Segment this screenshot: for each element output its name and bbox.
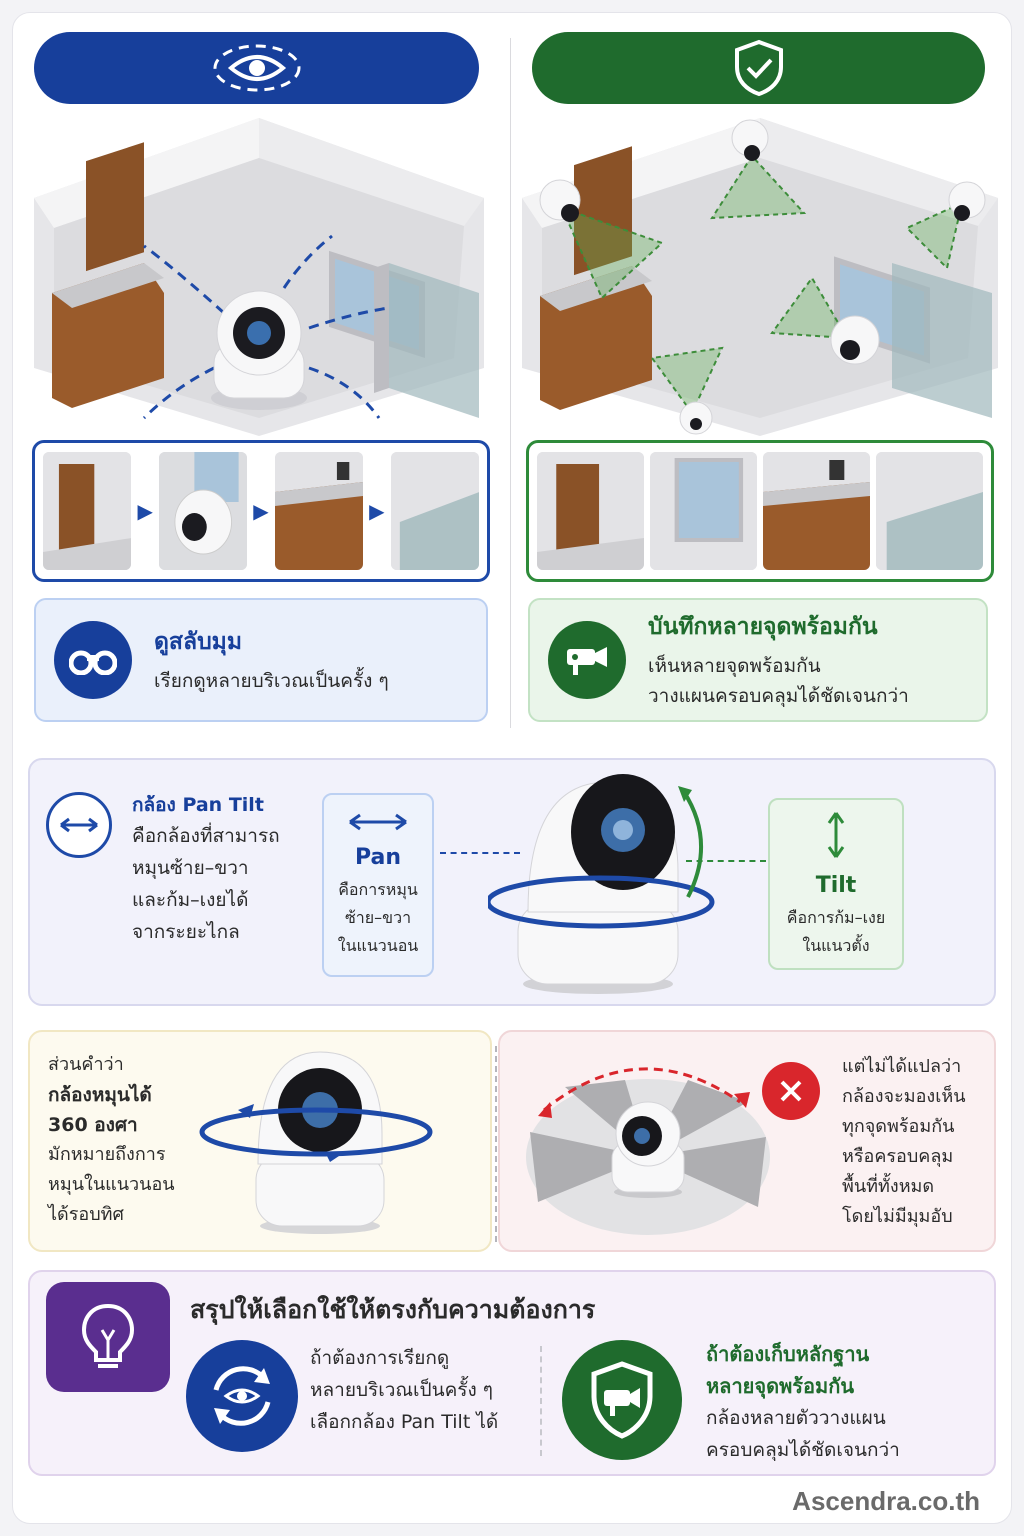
card-multi-record: บันทึกหลายจุดพร้อมกัน เห็นหลายจุดพร้อมกั… — [528, 598, 988, 722]
summary-line: ครอบคลุมได้ชัดเจนกว่า — [706, 1439, 900, 1461]
thumb-partition — [390, 452, 479, 570]
thumb-door — [537, 452, 644, 570]
tilt-line: ในแนวตั้ง — [802, 935, 870, 955]
tilt-arrow-icon — [827, 811, 845, 858]
lightbulb-icon — [46, 1282, 170, 1392]
summary-line: เลือกกล้อง Pan Tilt ได้ — [310, 1411, 499, 1433]
pan-line: คือการหมุน — [338, 879, 418, 899]
pan-tilt-description: กล้อง Pan Tilt คือกล้องที่สามารถ หมุนซ้า… — [132, 790, 312, 948]
summary-title: สรุปให้เลือกใช้ให้ตรงกับความต้องการ — [190, 1295, 596, 1324]
desc-line: คือกล้องที่สามารถ — [132, 825, 280, 847]
rotation-line: หมุนในแนวนอน — [48, 1174, 175, 1195]
pan-tilt-camera-illustration — [485, 772, 718, 997]
close-x-icon — [762, 1062, 820, 1120]
pill-view-switching — [34, 32, 479, 104]
thumb-desk — [274, 452, 364, 570]
blind-spot-illustration — [520, 1042, 780, 1240]
rotation-bold: 360 องศา — [48, 1114, 138, 1136]
warning-line: พื้นที่ทั้งหมด — [842, 1176, 935, 1197]
column-divider — [510, 38, 511, 728]
warning-description: แต่ไม่ได้แปลว่า กล้องจะมองเห็น ทุกจุดพร้… — [842, 1052, 992, 1232]
camera-360-illustration — [198, 1044, 438, 1240]
rotation-bold: กล้องหมุนได้ — [48, 1084, 152, 1106]
eye-icon — [213, 44, 300, 92]
pan-arrow-icon — [349, 813, 407, 830]
brand-watermark: Ascendra.co.th — [792, 1486, 980, 1516]
tilt-connector — [686, 860, 766, 862]
thumb-desk — [763, 452, 870, 570]
rotation-line: ได้รอบทิศ — [48, 1204, 124, 1225]
shield-check-icon — [734, 39, 783, 97]
summary-divider — [540, 1346, 542, 1456]
thumb-camera — [158, 452, 248, 570]
warning-line: โดยไม่มีมุมอับ — [842, 1206, 953, 1227]
panel-summary — [28, 1270, 996, 1476]
tilt-label: Tilt — [815, 872, 857, 898]
warning-line: ทุกจุดพร้อมกัน — [842, 1116, 955, 1137]
thumbnail-strip-switching: ▶ ▶ ▶ — [32, 440, 490, 582]
summary-line: หลายบริเวณเป็นครั้ง ๆ — [310, 1379, 494, 1401]
card-title: ดูสลับมุม — [154, 629, 242, 655]
card-title: บันทึกหลายจุดพร้อมกัน — [648, 614, 878, 640]
room-pan-tilt-illustration — [34, 118, 484, 436]
summary-left-text: ถ้าต้องการเรียกดู หลายบริเวณเป็นครั้ง ๆ … — [310, 1342, 530, 1438]
desc-line: และก้ม–เงยได้ — [132, 889, 249, 911]
warning-line: แต่ไม่ได้แปลว่า — [842, 1056, 962, 1077]
pan-connector — [440, 852, 520, 854]
thumb-window — [650, 452, 757, 570]
rotation-intro: ส่วนคำว่า — [48, 1054, 124, 1075]
rotation-line: มักหมายถึงการ — [48, 1144, 166, 1165]
card-view-switching: ดูสลับมุม เรียกดูหลายบริเวณเป็นครั้ง ๆ — [34, 598, 488, 722]
card-body-line: เห็นหลายจุดพร้อมกัน — [648, 655, 821, 677]
thumbnail-strip-multi — [526, 440, 994, 582]
card-body-line: วางแผนครอบคลุมได้ชัดเจนกว่า — [648, 685, 909, 707]
warning-line: หรือครอบคลุม — [842, 1146, 954, 1167]
horizontal-arrows-icon — [46, 792, 112, 858]
summary-bold: หลายจุดพร้อมกัน — [706, 1374, 854, 1398]
rotation-divider — [495, 1046, 497, 1242]
arrow-right-icon: ▶ — [369, 499, 385, 523]
tilt-definition-box: Tilt คือการก้ม–เงย ในแนวตั้ง — [768, 798, 904, 970]
shield-camera-icon — [562, 1340, 682, 1460]
rotation-description: ส่วนคำว่า กล้องหมุนได้ 360 องศา มักหมายถ… — [48, 1050, 208, 1230]
desc-line: หมุนซ้าย–ขวา — [132, 857, 249, 879]
room-multi-camera-illustration — [522, 118, 998, 436]
thumb-partition — [876, 452, 983, 570]
desc-line: จากระยะไกล — [132, 921, 240, 943]
warning-line: กล้องจะมองเห็น — [842, 1086, 966, 1107]
summary-right-text: ถ้าต้องเก็บหลักฐาน หลายจุดพร้อมกัน กล้อง… — [706, 1338, 986, 1466]
pan-line: ซ้าย–ขวา — [344, 907, 412, 927]
summary-line: ถ้าต้องการเรียกดู — [310, 1347, 450, 1369]
pan-definition-box: Pan คือการหมุน ซ้าย–ขวา ในแนวนอน — [322, 793, 434, 977]
pill-multi-record — [532, 32, 985, 104]
pan-tilt-heading: กล้อง Pan Tilt — [132, 794, 264, 816]
card-body: เรียกดูหลายบริเวณเป็นครั้ง ๆ — [154, 670, 389, 692]
summary-line: กล้องหลายตัววางแผน — [706, 1407, 886, 1429]
arrow-right-icon: ▶ — [253, 499, 269, 523]
rotate-eye-icon — [186, 1340, 298, 1452]
summary-bold: ถ้าต้องเก็บหลักฐาน — [706, 1342, 870, 1366]
arrow-right-icon: ▶ — [137, 499, 153, 523]
pan-line: ในแนวนอน — [337, 935, 419, 955]
binoculars-icon — [54, 621, 132, 699]
tilt-line: คือการก้ม–เงย — [786, 907, 886, 927]
pan-label: Pan — [354, 844, 402, 870]
cctv-camera-icon — [548, 621, 626, 699]
thumb-door — [43, 452, 132, 570]
